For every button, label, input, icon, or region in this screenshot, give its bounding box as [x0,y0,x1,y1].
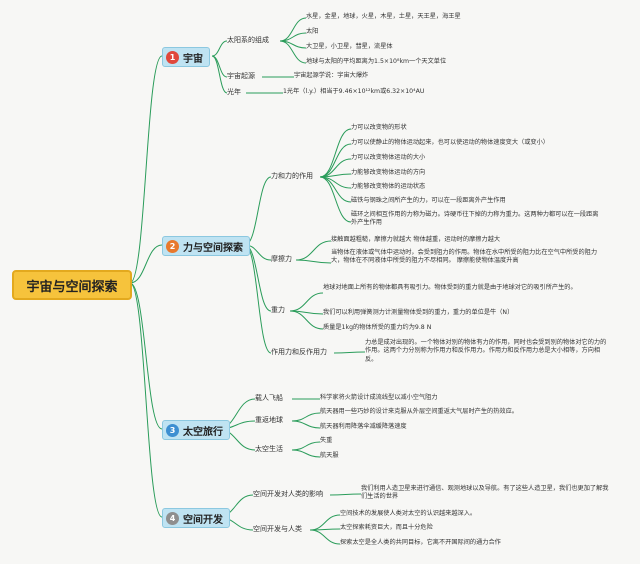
link-root-topic3 [129,282,163,430]
leaf-au: 地球与太阳的平均距离为1.5×10⁸km一个天文单位 [306,58,447,65]
topic-label: 空间开发 [183,514,223,526]
leaf-force-3: 力可以改变物体运动的大小 [351,154,426,161]
topic-space-development[interactable]: 4 空间开发 [162,508,230,528]
link-root-topic4 [129,282,163,518]
topic-label: 太空旅行 [183,426,223,438]
leaf-force-4: 力能够改变物体运动的方向 [351,169,426,176]
root-node[interactable]: 宇宙与空间探索 [12,270,132,300]
link-leaf-23 [291,449,321,458]
leaf-satellites: 我们利用人造卫星来进行通信、观测地球以及导航。有了这些人造卫星，我们也更加了解我… [361,485,609,501]
link-leaf-24 [329,493,362,496]
leaf-gravity-2: 我们可以利用弹簧测力计测量物体受到的重力，重力的单位是牛（N） [323,309,514,316]
badge-2-icon: 2 [166,239,179,253]
subtopic-light-year[interactable]: 光年 [227,88,241,96]
link-leaf-6 [319,128,352,178]
subtopic-space-humans[interactable]: 空间开发与人类 [253,525,302,533]
link-leaf-27 [309,529,341,545]
topic-universe[interactable]: 1 宇宙 [162,47,210,67]
link-sub-0 [211,40,228,57]
leaf-light-year-def: 1光年（l.y.）相当于9.46×10¹²km或6.32×10⁴AU [283,88,425,95]
link-leaf-20 [291,412,321,422]
topic-label: 力与空间探索 [183,242,243,254]
link-leaf-13 [295,240,332,261]
leaf-cooperation: 探索太空是全人类的共同目标，它离不开国际间的通力合作 [340,539,501,546]
leaf-streamline: 科学家将火箭设计成流线型以减小空气阻力 [320,394,438,401]
root-label: 宇宙与空间探索 [26,279,118,295]
link-root-topic1 [129,55,163,284]
badge-3-icon: 3 [166,423,179,437]
leaf-tech: 空间技术的发展使人类对太空的认识越来越深入。 [340,510,477,517]
leaf-cost: 太空探索耗资巨大，而且十分危险 [340,524,433,531]
subtopic-impact[interactable]: 空间开发对人类的影响 [253,490,323,498]
link-leaf-22 [291,441,321,451]
link-leaf-21 [291,420,321,429]
subtopic-spacecraft[interactable]: 载人飞船 [255,394,283,402]
leaf-friction-2: 当物体在液体或气体中运动时，会受到阻力的作用。物体在水中所受的阻力比在空气中所受… [331,249,598,265]
link-leaf-25 [309,514,341,531]
leaf-force-7: 磁环之间相互作用的力称为磁力。诗硬币往下掉的力称为重力。这两种力都可以在一段距离… [351,211,599,227]
leaf-force-2: 力可以使静止的物体运动起来，也可以使运动的物体速度变大（或变小） [351,139,549,146]
link-sub-3 [244,176,272,246]
link-leaf-7 [319,143,352,178]
link-leaf-18 [333,351,366,354]
leaf-spacesuit: 航天服 [320,452,339,459]
topic-space-travel[interactable]: 3 太空旅行 [162,420,230,440]
badge-1-icon: 1 [166,50,179,64]
leaf-friction-1: 接触面越粗糙，摩擦力就越大 物体越重，运动时的摩擦力越大 [331,236,501,243]
badge-4-icon: 4 [166,511,179,525]
leaf-action-reaction: 力总是成对出现的。一个物体对别的物体有力的作用，同时也会受到别的物体对它的力的作… [365,339,607,363]
link-sub-6 [244,244,272,354]
subtopic-reentry[interactable]: 重返地球 [255,416,283,424]
subtopic-origin[interactable]: 宇宙起源 [227,72,255,80]
leaf-weightless: 失重 [320,437,333,444]
leaf-force-6: 磁铁与钢珠之间所产生的力，可以在一段距离外产生作用 [351,197,506,204]
leaf-moons: 大卫星，小卫星，彗星，流星体 [306,43,393,50]
subtopic-gravity[interactable]: 重力 [271,306,285,314]
subtopic-space-life[interactable]: 太空生活 [255,445,283,453]
leaf-force-1: 力可以改变物的形状 [351,124,407,131]
leaf-heat: 航天器用一些巧妙的设计来克服从外层空间重返大气层时产生的热效应。 [320,408,518,415]
leaf-planets: 水星，金星，地球，火星，木星，土星，天王星，海王星 [306,13,461,20]
subtopic-friction[interactable]: 摩擦力 [271,255,292,263]
leaf-force-5: 力能够改变物体的运动状态 [351,183,426,190]
topic-force-space[interactable]: 2 力与空间探索 [162,236,250,256]
leaf-gravity-1: 地球对地面上所有的物体都具有吸引力。物体受到的重力就是由于地球对它的吸引所产生的… [323,284,577,291]
link-leaf-15 [289,292,324,312]
link-leaf-3 [279,40,307,64]
link-leaf-14 [295,259,332,264]
leaf-parachute: 航天器利用降落伞减缓降落速度 [320,423,407,430]
subtopic-force[interactable]: 力和力的作用 [271,172,313,180]
leaf-gravity-3: 质量是1kg的物体所受的重力约为9.8 N [323,324,432,331]
subtopic-action-reaction[interactable]: 作用力和反作用力 [271,348,327,356]
link-root-topic2 [129,244,163,284]
subtopic-solar-system[interactable]: 太阳系的组成 [227,36,269,44]
leaf-big-bang: 宇宙起源学说：宇宙大爆炸 [294,72,369,79]
topic-label: 宇宙 [183,53,203,65]
link-leaf-17 [289,310,324,330]
leaf-sun: 太阳 [306,28,319,35]
link-sub-2 [211,55,228,94]
link-leaf-12 [319,176,352,223]
